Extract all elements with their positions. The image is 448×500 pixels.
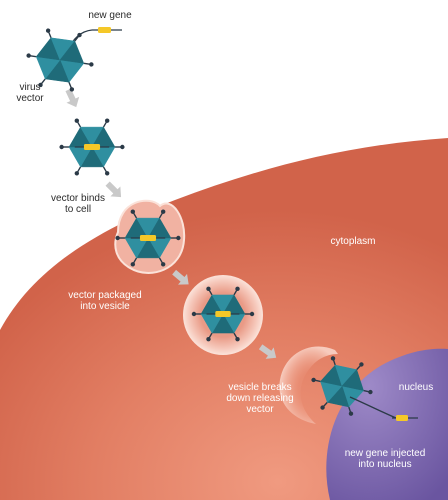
label-new-gene: new gene [88,10,132,21]
label-gene-injected: new gene injected into nucleus [344,448,426,470]
broken-vesicle [279,346,338,424]
label-vesicle-breaks: vesicle breaks down releasing vector [226,382,294,415]
virus-icon-binding [115,209,181,267]
virus-icon-with-gene [59,118,125,176]
arrow-icon-4 [258,344,277,359]
label-nucleus: nucleus [398,382,434,393]
arrow-icon-2 [105,181,122,198]
virus-icon-in-vesicle [191,286,255,342]
injected-gene-icon [349,396,418,421]
label-virus-vector: virus vector [16,82,44,104]
process-arrows [65,88,277,359]
label-vector-packaged: vector packaged into vesicle [68,290,142,312]
arrow-icon-1 [65,88,80,108]
virus-group [26,28,373,416]
arrow-icon-3 [172,269,189,285]
label-cytoplasm: cytoplasm [330,236,376,247]
virus-icon-releasing [311,356,373,416]
label-vector-binds: vector binds to cell [51,193,105,215]
virus-icon-free [26,28,94,92]
